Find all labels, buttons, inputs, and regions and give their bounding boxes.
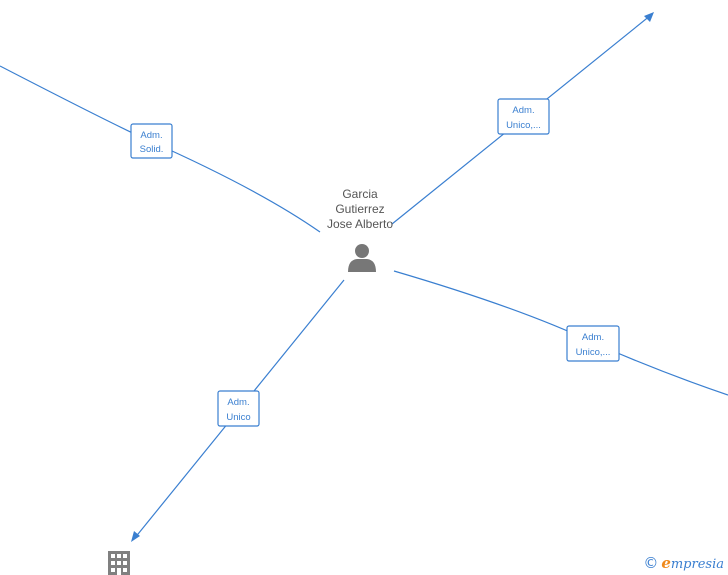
role-box-right[interactable]: Adm. Unico,... — [566, 325, 620, 362]
person-name[interactable]: Garcia Gutierrez Jose Alberto — [300, 187, 420, 232]
role-box-top-left[interactable]: Adm. Solid. — [130, 123, 173, 159]
role-text: Adm. — [512, 105, 534, 116]
person-name-line: Garcia — [342, 187, 378, 201]
copyright-icon: © — [643, 554, 659, 572]
person-icon[interactable] — [346, 243, 378, 273]
brand-watermark: © empresia — [643, 554, 724, 572]
role-text: Unico,... — [576, 347, 611, 358]
role-box-bottom-left[interactable]: Adm. Unico — [217, 390, 260, 427]
role-box-top-right[interactable]: Adm. Unico,... — [497, 98, 550, 135]
building-icon[interactable] — [107, 551, 131, 575]
role-text: Unico,... — [506, 120, 541, 131]
arrowhead-bottom-left — [131, 531, 140, 542]
edge-right — [393, 270, 728, 396]
brand-logo: empresia — [661, 554, 724, 572]
arrowhead-top-right — [644, 12, 654, 22]
person-name-line: Jose Alberto — [326, 217, 394, 231]
role-text: Adm. — [227, 397, 249, 408]
person-name-line: Gutierrez — [335, 202, 385, 216]
role-text: Adm. — [582, 332, 604, 343]
role-text: Adm. — [140, 130, 162, 141]
role-text: Solid. — [140, 144, 164, 155]
role-text: Unico — [226, 412, 250, 423]
